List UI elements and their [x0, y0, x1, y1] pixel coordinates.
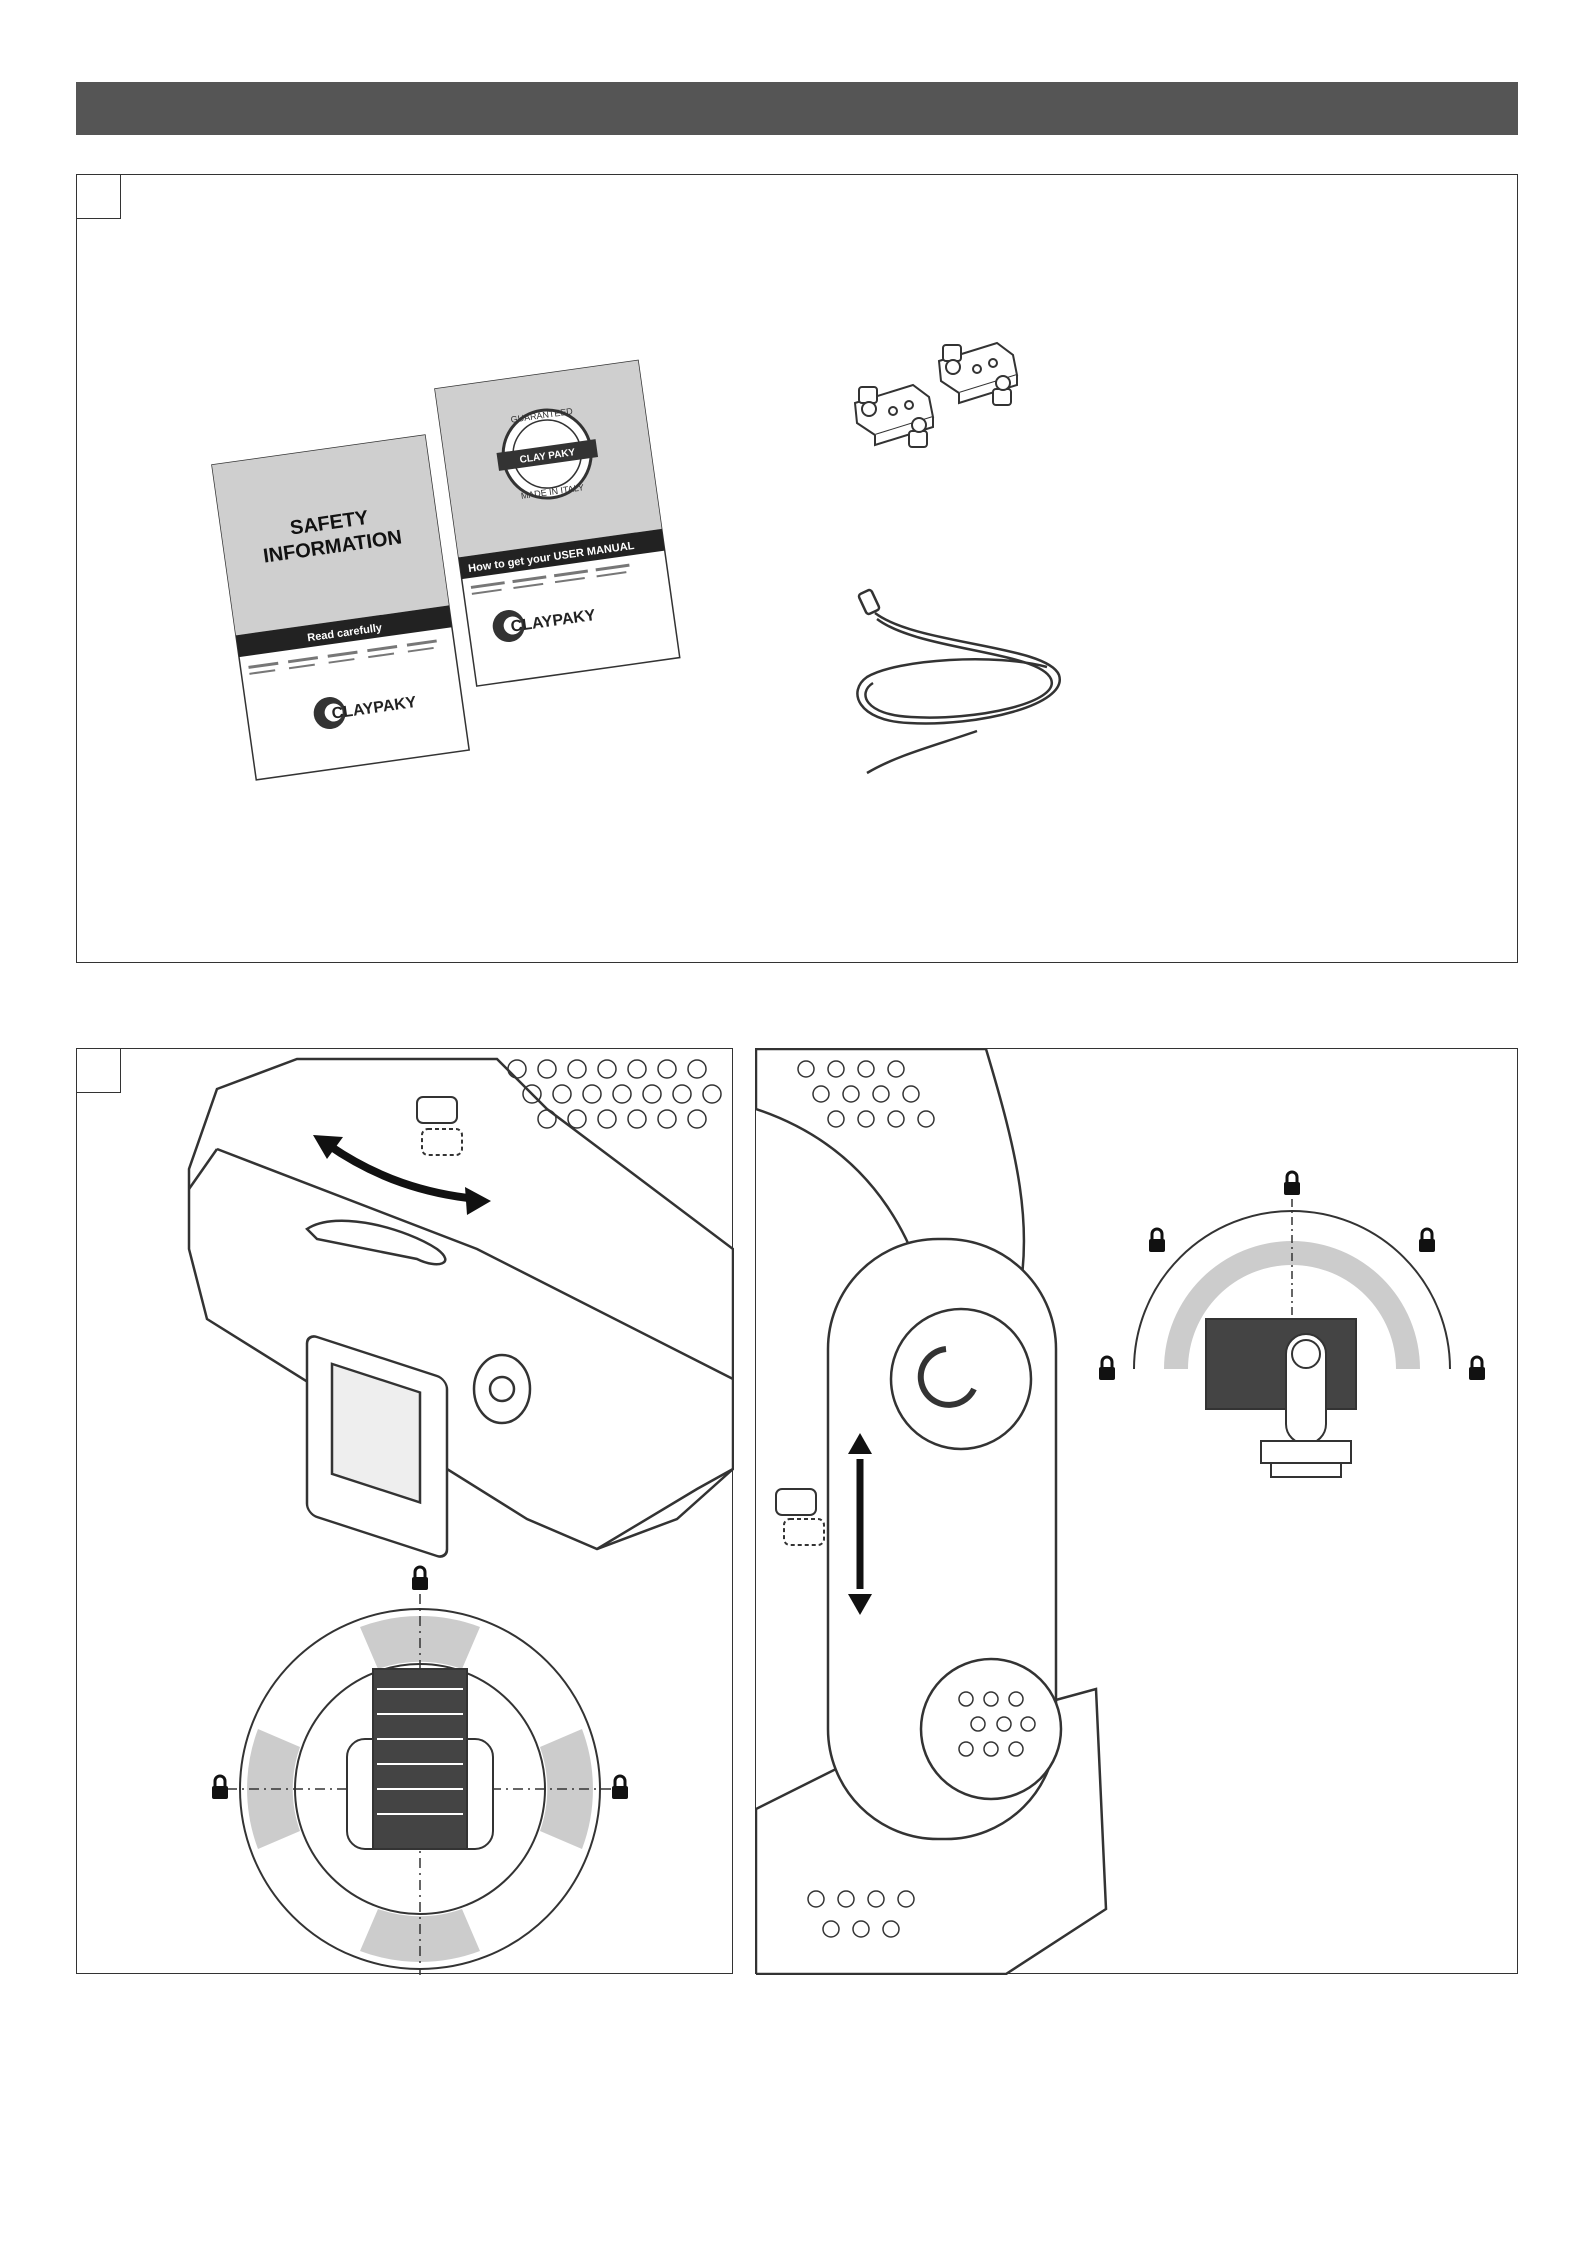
tilt-head-side-view	[1206, 1319, 1356, 1477]
safety-information-booklet: SAFETY INFORMATION Read carefully CLAYPA…	[212, 435, 469, 780]
panel-tilt-lock	[755, 1048, 1518, 1974]
lock-icon	[1469, 1357, 1485, 1380]
panel-package-contents: GUARANTEED CLAY PAKY MADE IN ITALY How t…	[76, 174, 1518, 963]
pan-lock-diagram	[212, 1567, 628, 1975]
lock-icon	[612, 1776, 628, 1799]
lock-icon	[1284, 1172, 1300, 1195]
lock-icon	[1419, 1229, 1435, 1252]
lock-icon	[412, 1567, 428, 1590]
lock-icon	[212, 1776, 228, 1799]
mounting-brackets	[855, 343, 1017, 447]
lock-icon	[1149, 1229, 1165, 1252]
power-cable	[857, 589, 1059, 773]
panel-pan-lock	[76, 1048, 733, 1974]
tilt-lock-lever	[776, 1489, 824, 1545]
user-manual-booklet: GUARANTEED CLAY PAKY MADE IN ITALY How t…	[435, 360, 680, 686]
control-keypad	[474, 1355, 530, 1423]
header-bar	[76, 82, 1518, 135]
tilt-lock-diagram	[1099, 1172, 1485, 1477]
lock-icon	[1099, 1357, 1115, 1380]
pan-head-top-view	[347, 1669, 493, 1849]
